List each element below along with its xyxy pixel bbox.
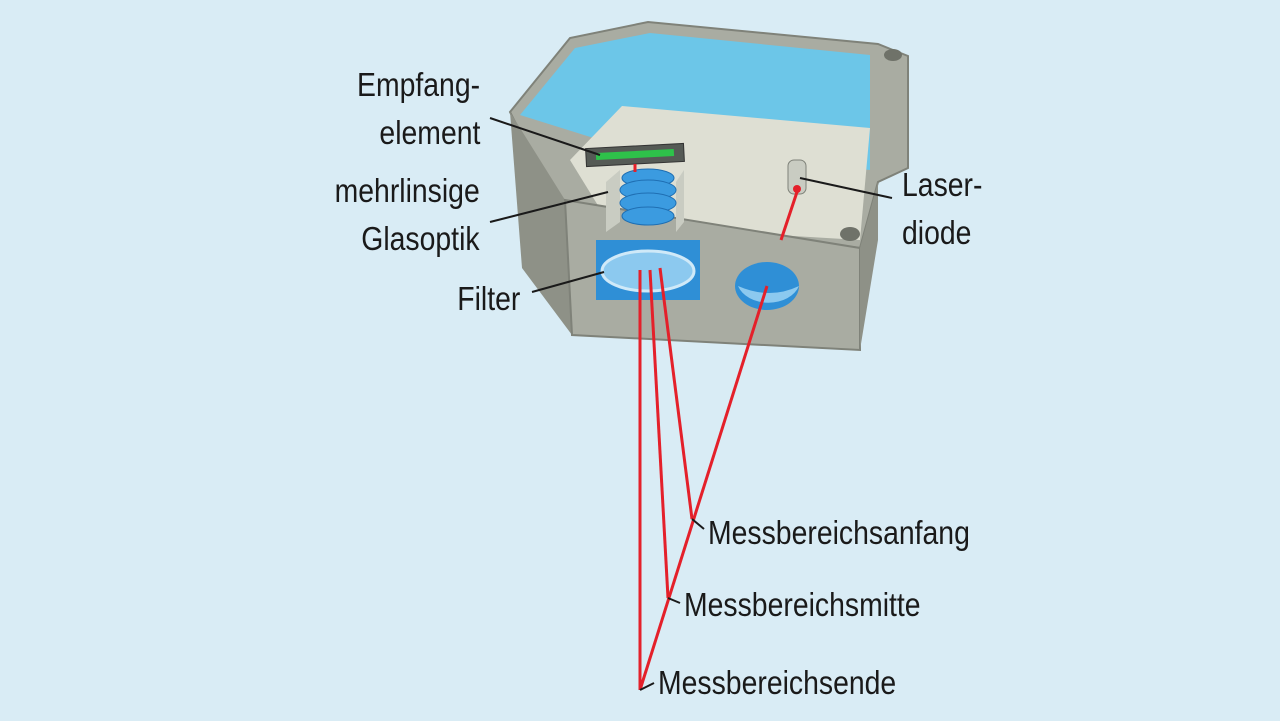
leader-ende bbox=[639, 682, 655, 691]
label-glasoptik-1: mehrlinsige bbox=[334, 172, 480, 209]
internal-beam-laser bbox=[779, 191, 799, 241]
leader-laser bbox=[799, 177, 893, 199]
laser-diode-component bbox=[787, 159, 807, 195]
label-laser-2: diode bbox=[902, 214, 972, 251]
beam-return-mitte bbox=[648, 269, 670, 599]
multi-lens-optics bbox=[606, 168, 684, 232]
label-messbereichsende: Messbereichsende bbox=[658, 664, 897, 701]
housing-right-edge bbox=[860, 182, 878, 350]
leader-empfang bbox=[489, 117, 601, 156]
label-empfang-2: element bbox=[379, 114, 480, 151]
leader-lines bbox=[489, 117, 893, 691]
screw-hole-front bbox=[840, 227, 860, 241]
leader-glasoptik bbox=[489, 191, 609, 223]
receiver-element-sensor bbox=[595, 148, 675, 161]
label-messbereichsanfang: Messbereichsanfang bbox=[708, 514, 970, 551]
leader-mitte bbox=[667, 597, 681, 604]
screw-hole-top bbox=[884, 49, 902, 61]
label-glasoptik-2: Glasoptik bbox=[361, 220, 480, 257]
laser-beams bbox=[638, 267, 769, 691]
label-filter: Filter bbox=[456, 280, 520, 317]
leader-filter bbox=[531, 271, 605, 293]
housing-left-wall bbox=[510, 112, 572, 335]
laser-window-highlight bbox=[738, 286, 799, 303]
beam-return-anfang bbox=[658, 267, 694, 520]
beam-emitted bbox=[638, 285, 769, 691]
label-laser-1: Laser- bbox=[902, 166, 983, 203]
leader-anfang bbox=[691, 518, 705, 530]
label-messbereichsmitte: Messbereichsmitte bbox=[684, 586, 921, 623]
label-empfang-1: Empfang- bbox=[356, 66, 480, 103]
filter-lens bbox=[600, 249, 696, 293]
